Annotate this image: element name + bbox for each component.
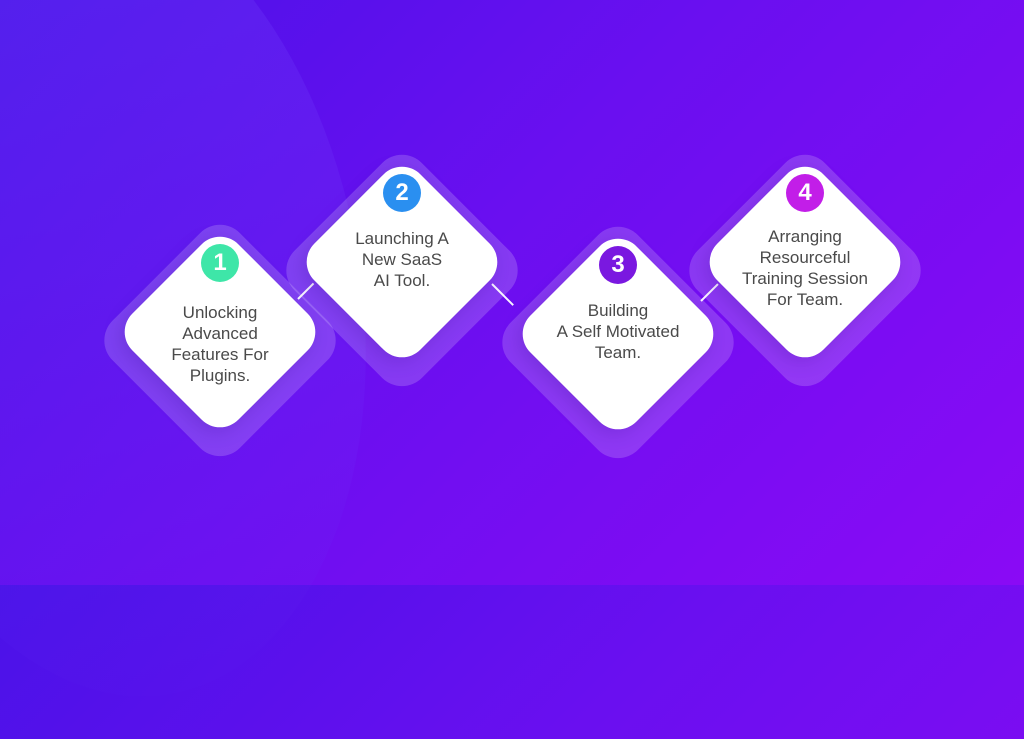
step-label: Unlocking Advanced Features For Plugins. — [150, 302, 290, 386]
step-label-line: For Team. — [766, 290, 844, 309]
step-label-line: Arranging — [768, 227, 842, 246]
step-label-line: Unlocking — [182, 303, 258, 322]
step-label: Arranging Resourceful Training Session F… — [735, 226, 875, 310]
step-number-badge: 3 — [599, 246, 637, 284]
step-label-line: Features For — [171, 345, 269, 364]
step-label-line: New SaaS — [361, 250, 443, 269]
step-2: 2 Launching A New SaaS AI Tool. — [274, 143, 530, 398]
step-3: 3 Building A Self Motivated Team. — [490, 215, 746, 470]
step-number-badge: 2 — [383, 174, 421, 212]
step-label-line: Team. — [594, 343, 642, 362]
step-label: Launching A New SaaS AI Tool. — [332, 228, 472, 291]
step-number-badge: 1 — [201, 244, 239, 282]
step-1: 1 Unlocking Advanced Features For Plugin… — [92, 213, 348, 468]
step-label-line: Plugins. — [189, 366, 251, 385]
step-label-line: AI Tool. — [373, 271, 431, 290]
step-label-line: Building — [587, 301, 649, 320]
step-4: 4 Arranging Resourceful Training Session… — [677, 143, 933, 398]
step-label-line: A Self Motivated — [556, 322, 680, 341]
step-label: Building A Self Motivated Team. — [548, 300, 688, 363]
step-label-line: Resourceful — [759, 248, 851, 267]
step-number-badge: 4 — [786, 174, 824, 212]
step-label-line: Launching A — [355, 229, 449, 248]
step-label-line: Advanced — [182, 324, 258, 343]
step-label-line: Training Session — [742, 269, 868, 288]
